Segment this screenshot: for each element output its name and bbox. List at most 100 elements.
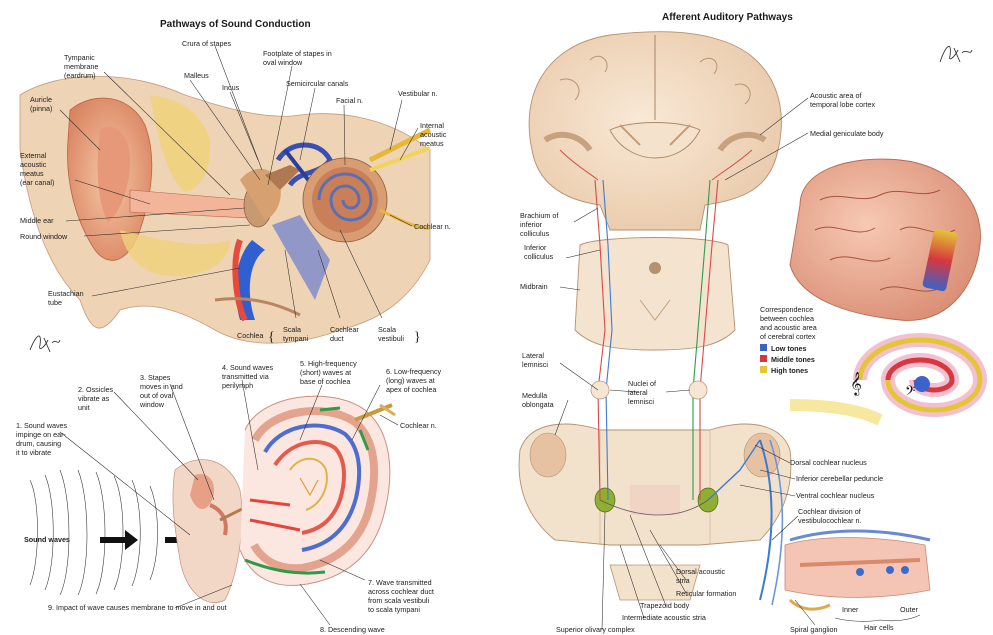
step-3-line-3: out of oval — [140, 391, 174, 400]
right-title: Afferent Auditory Pathways — [662, 12, 793, 23]
bass-clef-icon: 𝄢 — [905, 383, 915, 402]
label-round-window: Round window — [20, 232, 68, 241]
label-semicircular: Semicircular canals — [286, 79, 349, 88]
step-1-line-3: drum, causing — [16, 439, 61, 448]
label-tympanic-2: membrane — [64, 62, 98, 71]
label-auricle-1: Auricle — [30, 95, 52, 104]
label-vestibular: Vestibular n. — [398, 89, 438, 98]
label-lateral-lemnisci-2: lemnisci — [522, 360, 548, 369]
label-medial-geniculate: Medial geniculate body — [810, 129, 884, 138]
label-inf-colliculus-2: colliculus — [524, 252, 554, 261]
label-acoustic-area-2: temporal lobe cortex — [810, 100, 876, 109]
step-8: 8. Descending wave — [320, 625, 385, 634]
cortex-illustration — [790, 159, 980, 320]
label-cochlear-division-1: Cochlear division of — [798, 507, 861, 516]
label-acoustic-area-1: Acoustic area of — [810, 91, 862, 100]
label-reticular: Reticular formation — [676, 589, 736, 598]
step-6-line-1: 6. Low-frequency — [386, 367, 442, 376]
legend-high-label: High tones — [771, 366, 808, 375]
step-5-line-2: (short) waves at — [300, 368, 351, 377]
step-6-line-2: (long) waves at — [386, 376, 435, 385]
organ-of-corti-inset — [785, 531, 930, 609]
label-cochlear-n-2: Cochlear n. — [400, 421, 437, 430]
label-eustachian-2: tube — [48, 298, 62, 307]
label-crura: Crura of stapes — [182, 39, 232, 48]
cochlea-brace-right: } — [414, 330, 421, 345]
label-nuclei-3: lemnisci — [628, 397, 654, 406]
label-dorsal-acoustic-1: Dorsal acoustic — [676, 567, 726, 576]
label-scala-tympani-1: Scala — [283, 325, 301, 334]
legend-heading-2: between cochlea — [760, 314, 814, 323]
step-4-line-2: transmitted via — [222, 372, 269, 381]
tone-legend: Correspondence between cochlea and acous… — [760, 305, 817, 375]
label-internal-1: Internal — [420, 121, 444, 130]
artist-signature-left — [30, 336, 60, 352]
cochlea-brace-left: { — [268, 330, 275, 345]
label-scala-vestibuli-1: Scala — [378, 325, 396, 334]
label-middle-ear: Middle ear — [20, 216, 54, 225]
medulla-section — [519, 424, 791, 600]
label-tympanic-1: Tympanic — [64, 53, 95, 62]
label-nuclei-1: Nuclei of — [628, 379, 656, 388]
step-4-line-3: perilymph — [222, 381, 253, 390]
label-internal-3: meatus — [420, 139, 444, 148]
cochlea-tonotopy-spiral: 𝄞 𝄢 — [790, 340, 980, 420]
label-malleus: Malleus — [184, 71, 209, 80]
label-ventral-cochlear: Ventral cochlear nucleus — [796, 491, 875, 500]
step-6-line-3: apex of cochlea — [386, 385, 436, 394]
step-3-line-2: moves in and — [140, 382, 183, 391]
step-3-line-4: window — [139, 400, 165, 409]
label-sound-waves: Sound waves — [24, 535, 70, 544]
label-cochlear-duct-2: duct — [330, 334, 344, 343]
label-cochlea: Cochlea — [237, 331, 263, 340]
legend-heading-3: and acoustic area — [760, 323, 817, 332]
label-spiral-ganglion: Spiral ganglion — [790, 625, 838, 634]
legend-low-label: Low tones — [771, 344, 807, 353]
legend-heading-4: of cerebral cortex — [760, 332, 816, 341]
legend-middle-label: Middle tones — [771, 355, 815, 364]
step-4-line-1: 4. Sound waves — [222, 363, 274, 372]
sound-wave-illustration — [30, 460, 265, 603]
step-7-line-2: across cochlear duct — [368, 587, 434, 596]
label-outer: Outer — [900, 605, 919, 614]
label-scala-tympani-2: tympani — [283, 334, 309, 343]
label-footplate-1: Footplate of stapes in — [263, 49, 332, 58]
label-inf-cerebellar: Inferior cerebellar peduncle — [796, 474, 883, 483]
cerebrum-section — [529, 32, 781, 230]
step-7-line-1: 7. Wave transmitted — [368, 578, 432, 587]
label-footplate-2: oval window — [263, 58, 303, 67]
step-2-line-3: unit — [78, 403, 90, 412]
label-intermediate: Intermediate acoustic stria — [622, 613, 706, 622]
step-2-line-2: vibrate as — [78, 394, 110, 403]
label-facial: Facial n. — [336, 96, 363, 105]
label-brachium-2: inferior — [520, 220, 543, 229]
label-external-2: acoustic — [20, 160, 47, 169]
label-brachium-1: Brachium of — [520, 211, 558, 220]
label-midbrain: Midbrain — [520, 282, 548, 291]
label-external-1: External — [20, 151, 47, 160]
label-cochlear-duct-1: Cochlear — [330, 325, 359, 334]
label-trapezoid: Trapezoid body — [640, 601, 690, 610]
label-incus: Incus — [222, 83, 240, 92]
label-eustachian-1: Eustachian — [48, 289, 84, 298]
label-superior-olivary: Superior olivary complex — [556, 625, 635, 634]
label-auricle-2: (pinna) — [30, 104, 52, 113]
step-1-line-4: it to vibrate — [16, 448, 51, 457]
step-3-line-1: 3. Stapes — [140, 373, 171, 382]
label-cochlear-division-2: vestibulocochlear n. — [798, 516, 862, 525]
step-5-line-3: base of cochlea — [300, 377, 350, 386]
artist-signature-right — [940, 46, 972, 62]
step-1-line-2: impinge on ear- — [16, 430, 67, 439]
label-brachium-3: colliculus — [520, 229, 550, 238]
label-external-4: (ear canal) — [20, 178, 54, 187]
step-2-line-1: 2. Ossicles — [78, 385, 114, 394]
label-external-3: meatus — [20, 169, 44, 178]
label-medulla-2: oblongata — [522, 400, 554, 409]
label-tympanic-3: (eardrum) — [64, 71, 96, 80]
label-nuclei-2: lateral — [628, 388, 648, 397]
label-dorsal-cochlear: Dorsal cochlear nucleus — [790, 458, 867, 467]
cochlea-unrolled-illustration — [240, 396, 395, 585]
label-internal-2: acoustic — [420, 130, 447, 139]
